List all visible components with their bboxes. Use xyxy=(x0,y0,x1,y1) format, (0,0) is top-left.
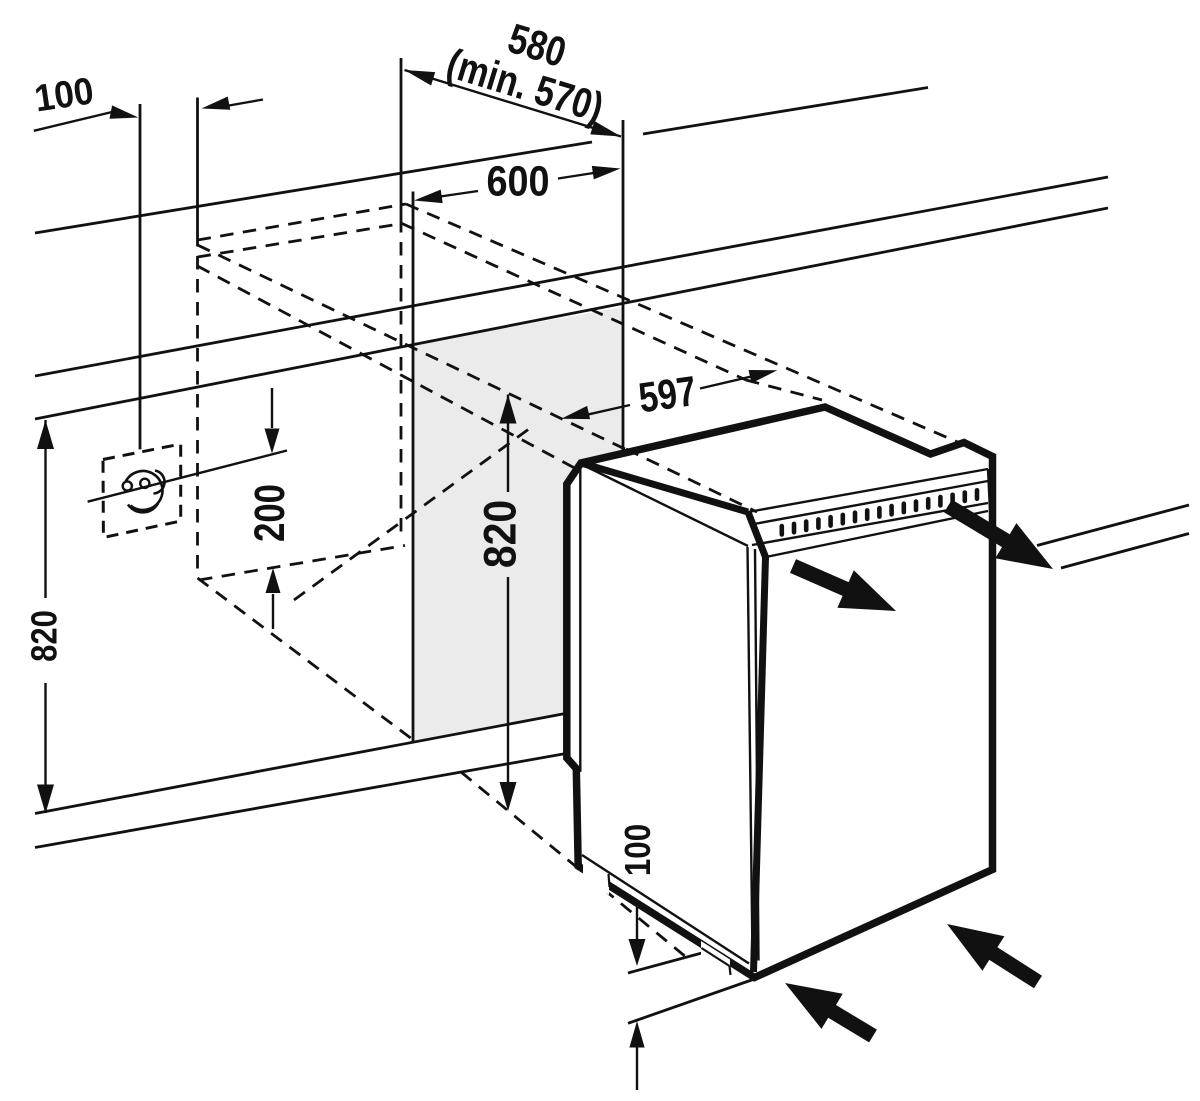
svg-text:200: 200 xyxy=(247,484,294,542)
svg-text:597: 597 xyxy=(636,368,699,423)
svg-text:100: 100 xyxy=(32,69,97,120)
svg-text:600: 600 xyxy=(486,156,549,205)
svg-text:820: 820 xyxy=(476,500,526,568)
svg-text:820: 820 xyxy=(24,610,65,662)
svg-text:100: 100 xyxy=(618,824,659,876)
